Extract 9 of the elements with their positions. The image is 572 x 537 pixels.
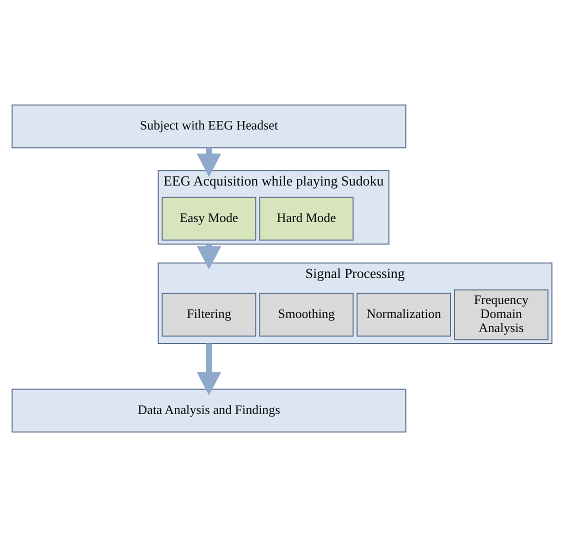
node-box: Easy Mode <box>162 196 256 241</box>
node-box: Smoothing <box>259 292 354 337</box>
node-box: Filtering <box>162 292 256 337</box>
node-box: Normalization <box>356 292 452 337</box>
node-box: Data Analysis and Findings <box>12 388 406 433</box>
node-box: Hard Mode <box>259 196 354 241</box>
node-box: Frequency Domain Analysis <box>454 289 548 340</box>
node-box: Subject with EEG Headset <box>12 104 406 148</box>
arrow <box>196 344 222 396</box>
